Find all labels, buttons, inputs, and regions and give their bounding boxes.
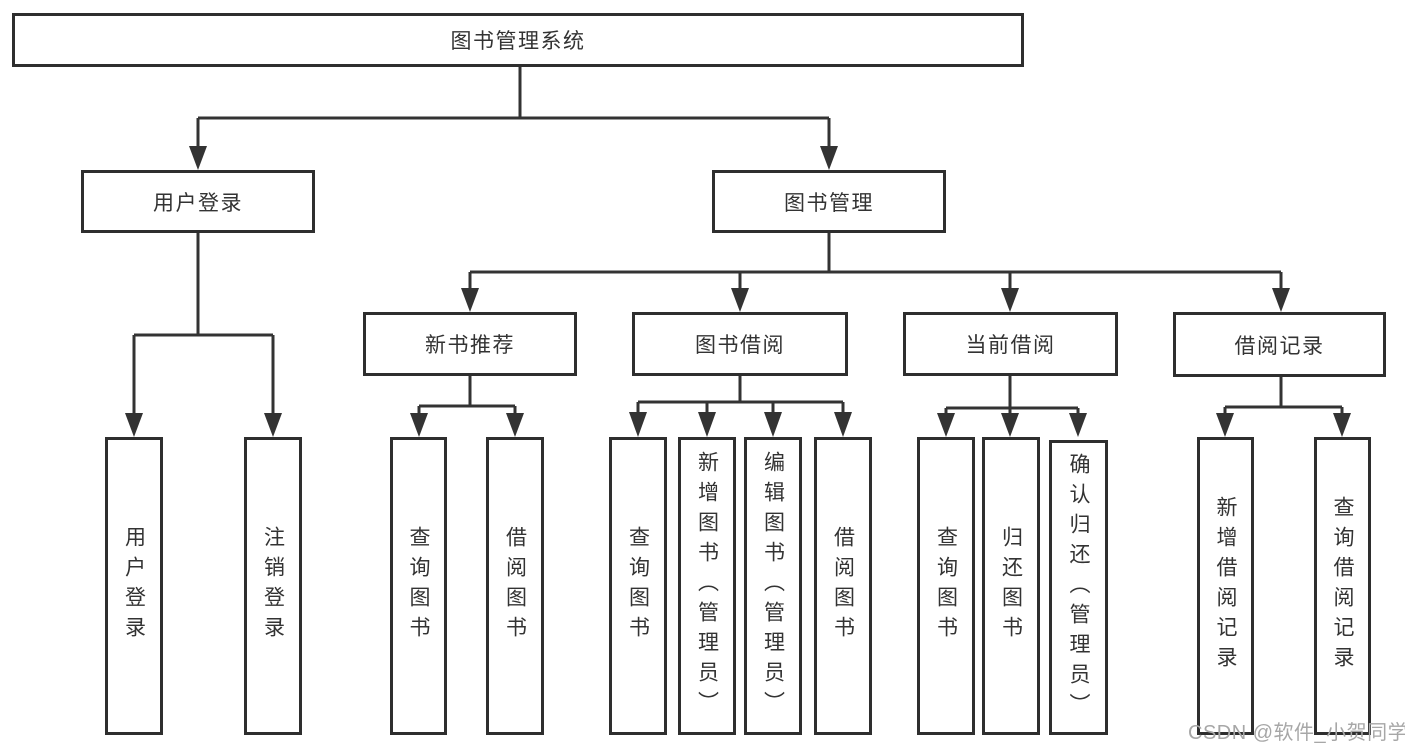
- node-new-book-recommend: 新书推荐: [363, 312, 577, 376]
- csdn-watermark: CSDN @软件_小贺同学: [1188, 722, 1405, 744]
- node-borrow-records-label: 借阅记录: [1234, 334, 1325, 358]
- node-borrow-records: 借阅记录: [1173, 312, 1386, 377]
- node-new-book-recommend-label: 新书推荐: [425, 334, 515, 357]
- node-logout: 注销登录: [244, 437, 302, 735]
- connector-new-book-rec-to-leaves: [410, 376, 524, 437]
- node-borrow-books-recommend: 借阅图书: [486, 437, 544, 735]
- node-add-books-admin: 新增图书（管理员）: [678, 437, 736, 735]
- connector-book-borrow-to-leaves: [629, 376, 852, 437]
- node-borrow-books-borrowing-label: 借阅图书: [831, 526, 855, 646]
- node-query-books-borrowing: 查询图书: [609, 437, 667, 735]
- node-borrow-books-borrowing: 借阅图书: [814, 437, 872, 735]
- node-user-login: 用户登录: [105, 437, 163, 735]
- node-add-borrow-record-label: 新增借阅记录: [1214, 496, 1237, 676]
- node-query-books-recommend: 查询图书: [390, 437, 447, 735]
- node-query-books-current-label: 查询图书: [934, 526, 958, 646]
- node-edit-books-admin: 编辑图书（管理员）: [744, 437, 802, 735]
- node-current-borrowing-label: 当前借阅: [965, 334, 1056, 357]
- node-library-system: 图书管理系统: [12, 13, 1024, 67]
- connector-borrow-records-to-leaves: [1216, 377, 1351, 437]
- node-confirm-return-admin-label: 确认归还（管理员）: [1067, 452, 1090, 723]
- node-return-books: 归还图书: [982, 437, 1040, 735]
- node-library-system-label: 图书管理系统: [450, 30, 586, 53]
- node-borrow-books-recommend-label: 借阅图书: [503, 526, 527, 646]
- node-current-borrowing: 当前借阅: [903, 312, 1118, 376]
- node-user-login-label: 用户登录: [122, 526, 146, 646]
- connector-root-to-level1: [189, 66, 838, 170]
- node-logout-label: 注销登录: [261, 526, 285, 646]
- node-book-borrowing: 图书借阅: [632, 312, 848, 376]
- connector-book-mgmt-to-level2: [461, 233, 1290, 312]
- connector-current-borrow-to-leaves: [937, 376, 1087, 437]
- node-confirm-return-admin: 确认归还（管理员）: [1049, 440, 1108, 735]
- node-user-login-group: 用户登录: [81, 170, 315, 233]
- node-query-borrow-record-label: 查询借阅记录: [1331, 496, 1354, 676]
- node-query-books-recommend-label: 查询图书: [407, 526, 430, 646]
- node-edit-books-admin-label: 编辑图书（管理员）: [761, 451, 785, 721]
- node-user-login-group-label: 用户登录: [153, 191, 243, 215]
- node-add-borrow-record: 新增借阅记录: [1197, 437, 1254, 735]
- node-add-books-admin-label: 新增图书（管理员）: [695, 451, 719, 721]
- node-return-books-label: 归还图书: [999, 526, 1023, 646]
- node-book-management-label: 图书管理: [784, 191, 874, 215]
- node-book-management: 图书管理: [712, 170, 946, 233]
- node-query-books-current: 查询图书: [917, 437, 975, 735]
- node-query-books-borrowing-label: 查询图书: [626, 526, 650, 646]
- node-query-borrow-record: 查询借阅记录: [1314, 437, 1371, 735]
- node-book-borrowing-label: 图书借阅: [695, 334, 785, 357]
- connector-user-login-to-leaves: [125, 233, 282, 437]
